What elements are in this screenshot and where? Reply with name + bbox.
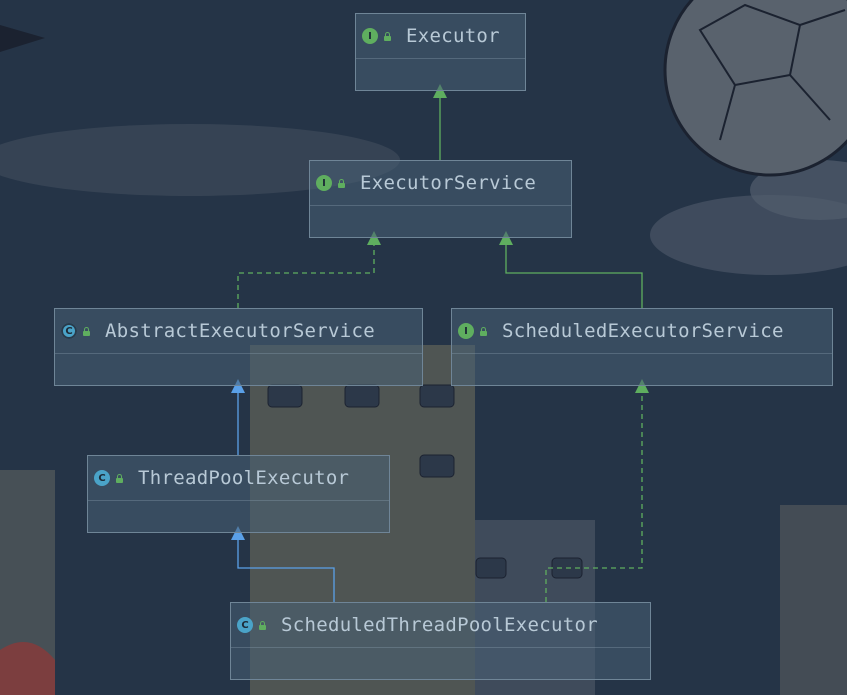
edge-tpe-to-abstract — [231, 379, 245, 455]
public-lock-icon — [82, 326, 91, 336]
class-node-thread-pool-executor[interactable]: C ThreadPoolExecutor — [87, 455, 390, 533]
interface-icon: I — [316, 175, 332, 191]
class-node-abstract-executor-service[interactable]: C AbstractExecutorService — [54, 308, 423, 386]
class-node-executor-service[interactable]: I ExecutorService — [309, 160, 572, 238]
edge-abstract-to-executor-service — [237, 231, 381, 308]
class-node-body — [88, 501, 389, 533]
interface-icon: I — [458, 323, 474, 339]
public-lock-icon — [115, 473, 124, 483]
public-lock-icon — [258, 620, 267, 630]
class-node-body — [356, 59, 525, 91]
public-lock-icon — [479, 326, 488, 336]
arrowhead — [367, 231, 381, 245]
arrowhead — [433, 84, 447, 98]
abstract-class-icon: C — [61, 323, 77, 339]
class-node-label: ThreadPoolExecutor — [138, 467, 350, 489]
class-node-label: AbstractExecutorService — [105, 320, 375, 342]
public-lock-icon — [337, 178, 346, 188]
class-node-scheduled-executor-service[interactable]: I ScheduledExecutorService — [451, 308, 833, 386]
class-node-label: ScheduledExecutorService — [502, 320, 784, 342]
class-node-scheduled-thread-pool-executor[interactable]: C ScheduledThreadPoolExecutor — [230, 602, 651, 680]
public-lock-icon — [383, 31, 392, 41]
arrowhead — [231, 526, 245, 540]
class-node-label: ScheduledThreadPoolExecutor — [281, 614, 598, 636]
interface-icon: I — [362, 28, 378, 44]
class-node-body — [231, 648, 650, 680]
class-node-label: Executor — [406, 25, 500, 47]
class-icon: C — [237, 617, 253, 633]
class-icon: C — [94, 470, 110, 486]
class-node-body — [55, 354, 422, 386]
class-node-body — [310, 206, 571, 238]
arrowhead — [635, 379, 649, 393]
edge-stpe-to-scheduled-service — [545, 379, 649, 602]
arrowhead — [499, 231, 513, 245]
class-node-executor[interactable]: I Executor — [355, 13, 526, 91]
arrowhead — [231, 379, 245, 393]
class-node-body — [452, 354, 832, 386]
class-node-label: ExecutorService — [360, 172, 537, 194]
edge-scheduled-service-to-executor-service — [499, 231, 643, 308]
edge-executor-service-to-executor — [433, 84, 447, 160]
edge-stpe-to-tpe — [231, 526, 335, 602]
